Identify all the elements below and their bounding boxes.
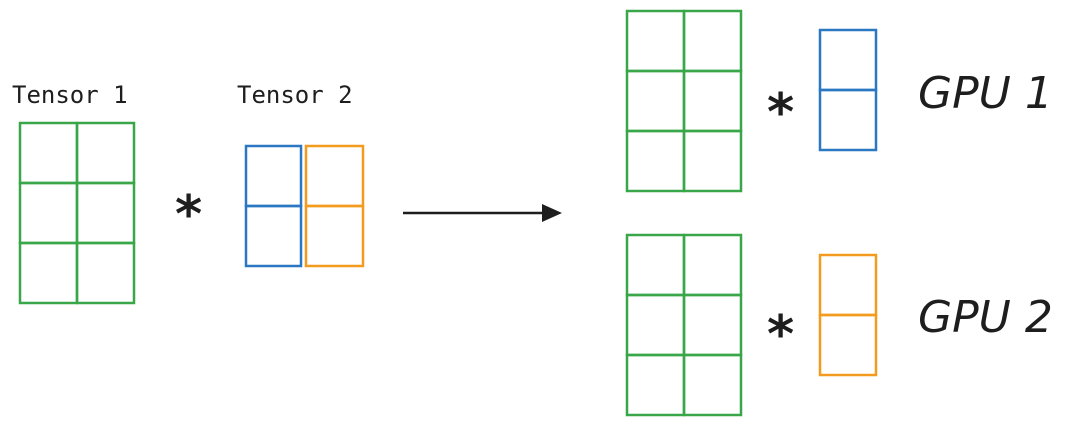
matrix-cell <box>75 121 136 185</box>
matrix-cell <box>625 9 686 73</box>
matrix-cell <box>818 28 878 92</box>
gpu2-tensor2-shard <box>818 253 878 377</box>
gpu1-multiply-operator: * <box>767 83 794 143</box>
gpu2-tensor1-copy <box>625 233 743 417</box>
matrix-cell <box>818 88 878 152</box>
matrix-cell <box>75 181 136 245</box>
matrix-cell <box>18 121 79 185</box>
gpu2-multiply-operator: * <box>767 305 794 365</box>
matrix-cell <box>244 144 303 208</box>
matrix-cell <box>682 69 743 133</box>
matrix-cell <box>244 204 303 268</box>
matrix-cell <box>682 9 743 73</box>
gpu1-tensor1-copy <box>625 9 743 193</box>
matrix-cell <box>682 293 743 357</box>
matrix-cell <box>18 241 79 305</box>
matrix-cell <box>625 293 686 357</box>
matrix-cell <box>304 144 365 208</box>
matrix-cell <box>18 181 79 245</box>
matrix-cell <box>625 69 686 133</box>
matrix-cell <box>75 241 136 305</box>
matrix-cell <box>682 129 743 193</box>
matrix-cell <box>682 353 743 417</box>
gpu1-tensor2-shard <box>818 28 878 152</box>
matrix-cell <box>682 233 743 297</box>
matrix-cell <box>304 204 365 268</box>
matrix-cell <box>818 313 878 377</box>
arrow-right-icon <box>403 204 562 222</box>
tensor1-grid <box>18 121 136 305</box>
matrix-cell <box>818 253 878 317</box>
matrix-cell <box>625 233 686 297</box>
matrix-cell <box>625 129 686 193</box>
multiply-operator: * <box>175 185 202 245</box>
gpu2-label: GPU 2 <box>918 292 1053 343</box>
tensor2-column-orange <box>304 144 365 268</box>
tensor2-label: Tensor 2 <box>237 81 353 109</box>
tensor2-column-blue <box>244 144 303 268</box>
gpu1-label: GPU 1 <box>918 68 1053 119</box>
matrix-cell <box>625 353 686 417</box>
tensor1-label: Tensor 1 <box>12 81 128 109</box>
